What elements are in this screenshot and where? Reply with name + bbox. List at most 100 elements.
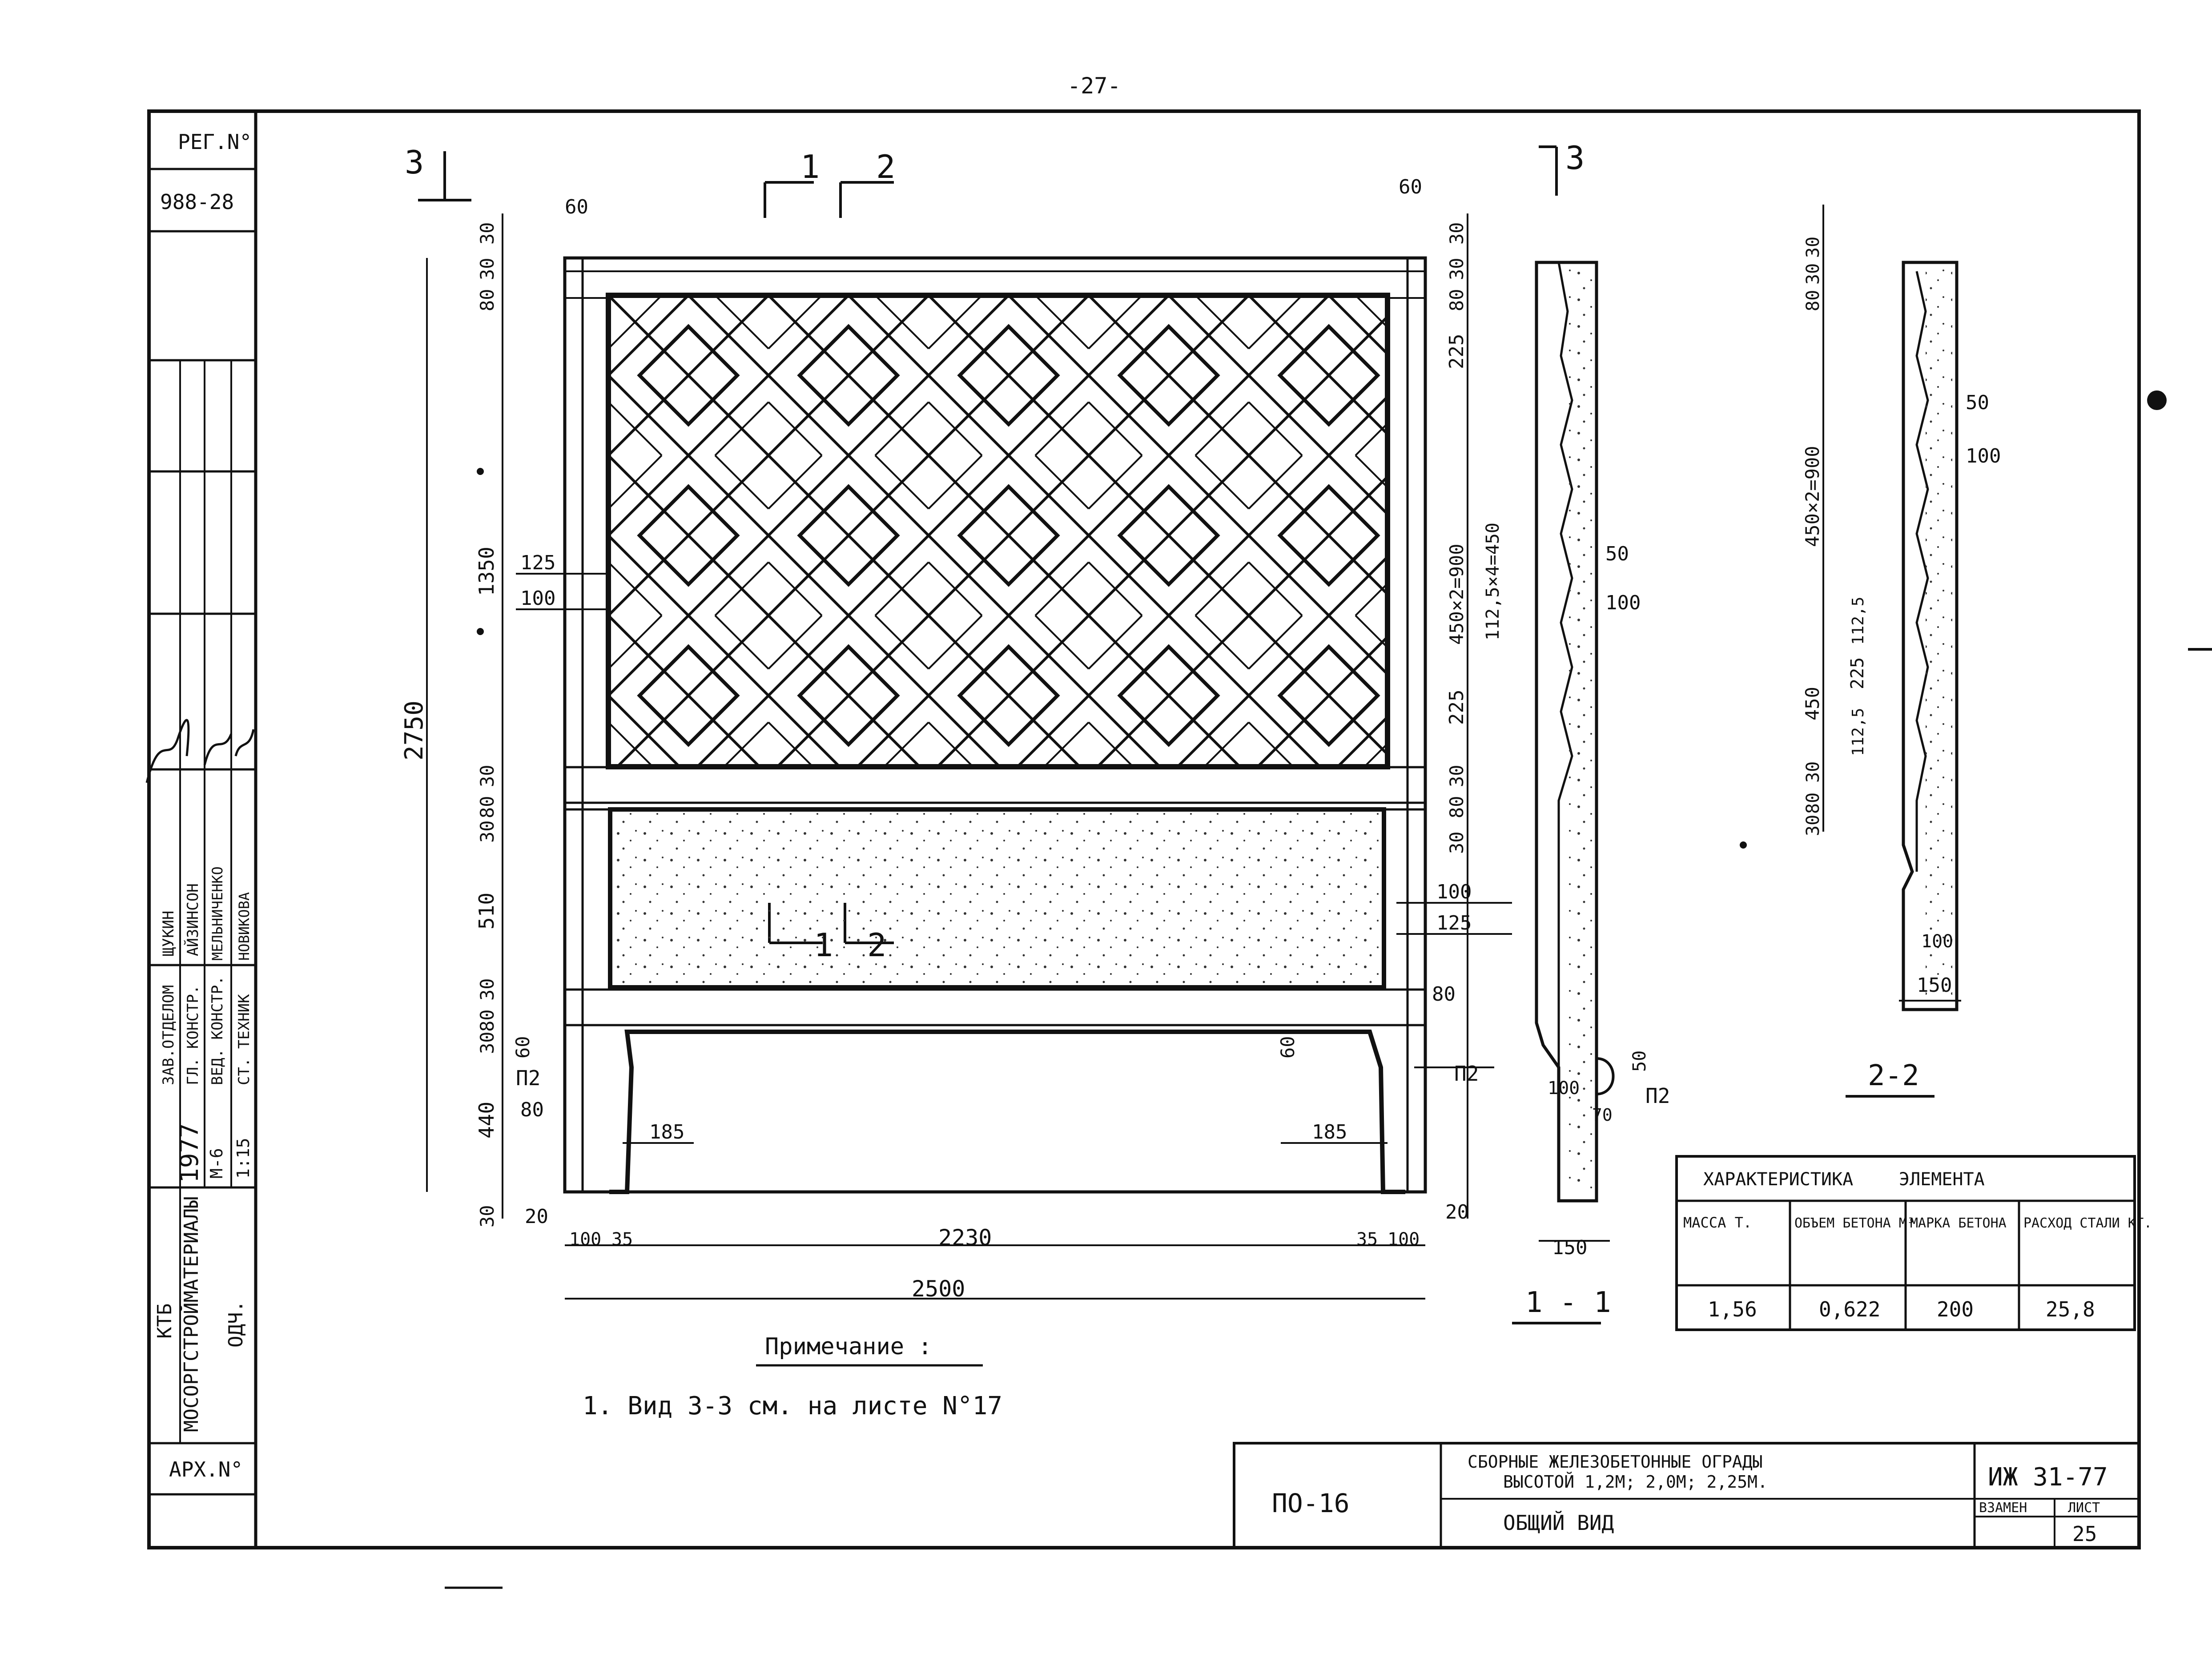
header-steel-consumption: РАСХОД СТАЛИ КГ. xyxy=(2023,1215,2152,1231)
dim-right-225-low: 225 xyxy=(1445,690,1468,725)
s11-part-label-p2: П2 xyxy=(1645,1084,1670,1108)
dim-front-80-mid: 80 xyxy=(476,796,498,818)
dim-right-225-top: 225 xyxy=(1445,334,1468,369)
dim-front-80-low: 80 xyxy=(476,1009,498,1032)
role-lead-designer: ВЕД. КОНСТР. xyxy=(209,976,226,1085)
dim-front-60-post: 60 xyxy=(512,1036,534,1058)
dim-front-80-post: 80 xyxy=(520,1099,544,1121)
s22-dim-112-top: 112,5 xyxy=(1849,597,1867,645)
stamp-scale: 1:15 xyxy=(233,1138,253,1179)
dim-front-80: 80 xyxy=(476,289,498,311)
note-text: 1. Вид 3-3 см. на листе N°17 xyxy=(583,1392,1002,1421)
s22-dim-50: 50 xyxy=(1966,391,1989,414)
view-marker-left: 3 xyxy=(405,144,424,181)
s11-dim-100: 100 xyxy=(1605,592,1641,614)
dim-front-1350: 1350 xyxy=(475,547,499,596)
section-1-1: 50 100 150 100 70 50 П2 1 - 1 xyxy=(1512,261,1670,1324)
role-head: ЗАВ.ОТДЕЛОМ xyxy=(160,985,177,1085)
signatures xyxy=(145,719,255,783)
header-mass: МАССА Т. xyxy=(1683,1214,1752,1231)
dim-right-450x2: 450×2=900 xyxy=(1446,543,1468,645)
dim-front-30-mid: 30 xyxy=(476,765,498,787)
s22-dim-30: 30 xyxy=(1803,263,1823,285)
view-marker-right: 3 xyxy=(1565,139,1585,177)
dim-right-30-mid: 30 xyxy=(1446,765,1468,787)
dim-front-30-bottom: 30 xyxy=(476,1205,498,1227)
s22-dim-30-low: 30 xyxy=(1803,761,1823,783)
dim-right-30: 30 xyxy=(1446,258,1468,280)
sheet-name: ОБЩИЙ ВИД xyxy=(1503,1511,1614,1535)
drawing-mark: ПО-16 xyxy=(1272,1488,1350,1518)
dim-front-440: 440 xyxy=(475,1102,499,1139)
dim-bottom-100-right: 100 xyxy=(1388,1229,1420,1250)
dim-front-30-low: 30 xyxy=(476,978,498,1001)
dim-total-height: 2750 xyxy=(400,700,429,761)
s22-dim-80-low: 80 xyxy=(1803,793,1823,814)
characteristics-title: ХАРАКТЕРИСТИКА xyxy=(1703,1169,1853,1190)
title-block: ПО-16 СБОРНЫЕ ЖЕЛЕЗОБЕТОННЫЕ ОГРАДЫ ВЫСО… xyxy=(1233,1442,2140,1549)
s22-dim-150: 150 xyxy=(1917,974,1952,997)
dim-right-80-mid: 80 xyxy=(1446,796,1468,818)
dim-front-30-mid2: 30 xyxy=(476,820,498,843)
s11-dim-100-low: 100 xyxy=(1548,1078,1580,1099)
dim-front-30-low2: 30 xyxy=(476,1031,498,1054)
solid-lower-panel xyxy=(608,807,1386,990)
dim-post-60-right: 60 xyxy=(1399,176,1422,198)
header-concrete-volume: ОБЪЕМ БЕТОНА М³ xyxy=(1794,1215,1915,1231)
value-concrete-volume: 0,622 xyxy=(1819,1297,1880,1321)
dim-bottom-100-left: 100 xyxy=(569,1229,601,1250)
s22-dim-112-low: 112,5 xyxy=(1849,708,1867,756)
dim-front-510: 510 xyxy=(475,893,499,930)
value-concrete-grade: 200 xyxy=(1937,1297,1974,1321)
dim-front-30-top: 30 xyxy=(476,222,498,245)
s22-dim-80: 80 xyxy=(1803,290,1823,311)
section-2-2: 30 30 80 450×2=900 50 100 450 112,5 225 … xyxy=(1802,205,2001,1098)
s22-dim-450x2: 450×2=900 xyxy=(1802,446,1823,547)
section-1-1-label: 1 - 1 xyxy=(1525,1286,1611,1319)
s22-dim-100: 100 xyxy=(1966,445,2001,467)
dim-bottom-35-left: 35 xyxy=(611,1229,633,1250)
value-mass: 1,56 xyxy=(1708,1297,1757,1321)
dim-post-60-low: 60 xyxy=(1277,1036,1299,1058)
part-label-p2-right: П2 xyxy=(1454,1062,1479,1086)
dim-front-100: 100 xyxy=(520,587,555,610)
name-shchukin: ЩУКИН xyxy=(160,911,177,956)
stamp-code: М-6 xyxy=(207,1148,226,1179)
reg-label: РЕГ.N° xyxy=(178,130,252,154)
dim-bottom-20-right: 20 xyxy=(1445,1201,1469,1223)
dim-total-width: 2500 xyxy=(912,1276,965,1302)
cut-marker-top-2: 2 xyxy=(876,148,895,185)
replaces-label: ВЗАМЕН xyxy=(1979,1500,2027,1516)
dim-right-100: 100 xyxy=(1436,881,1472,903)
dim-right-112x4: 112,5×4=450 xyxy=(1483,523,1503,640)
decorative-lattice xyxy=(606,293,1390,769)
s11-dim-70: 70 xyxy=(1592,1105,1613,1125)
dim-front-125: 125 xyxy=(520,551,555,574)
dim-post-185-right: 185 xyxy=(1312,1121,1347,1143)
characteristics-title-element: ЭЛЕМЕНТА xyxy=(1899,1169,1985,1190)
section-2-2-label: 2-2 xyxy=(1868,1059,1919,1092)
organization-line1: КТБ xyxy=(153,1304,176,1339)
s11-dim-50-low: 50 xyxy=(1629,1050,1650,1072)
front-view: 30 30 80 1350 125 100 30 80 30 510 30 80… xyxy=(400,176,1512,1302)
s11-dim-150: 150 xyxy=(1552,1236,1587,1259)
s22-dim-30-bottom: 30 xyxy=(1803,815,1823,836)
characteristics-table: ХАРАКТЕРИСТИКА ЭЛЕМЕНТА МАССА Т. ОБЪЕМ Б… xyxy=(1675,1155,2152,1331)
name-melnichenko: МЕЛЬНИЧЕНКО xyxy=(209,866,226,961)
title-line2: ВЫСОТОЙ 1,2М; 2,0М; 2,25М. xyxy=(1503,1472,1768,1492)
dim-post-60-left: 60 xyxy=(565,196,588,218)
dim-post-185-left: 185 xyxy=(649,1121,684,1143)
s22-dim-225: 225 xyxy=(1847,657,1868,689)
header-concrete-grade: МАРКА БЕТОНА xyxy=(1910,1215,2007,1231)
reg-number: 988-28 xyxy=(160,190,234,214)
note: Примечание : 1. Вид 3-3 см. на листе N°1… xyxy=(583,1333,1002,1421)
title-line1: СБОРНЫЕ ЖЕЛЕЗОБЕТОННЫЕ ОГРАДЫ xyxy=(1468,1452,1762,1472)
stamp-year: 1977 xyxy=(175,1123,204,1183)
s11-dim-50: 50 xyxy=(1605,543,1629,565)
sheet-frame xyxy=(147,109,2141,1549)
dim-right-80: 80 xyxy=(1446,289,1468,311)
organization-line2: МОСОРГСТРОЙМАТЕРИАЛЫ xyxy=(179,1196,203,1432)
sheet-number: 25 xyxy=(2072,1522,2097,1546)
s22-dim-30-top: 30 xyxy=(1803,237,1823,258)
